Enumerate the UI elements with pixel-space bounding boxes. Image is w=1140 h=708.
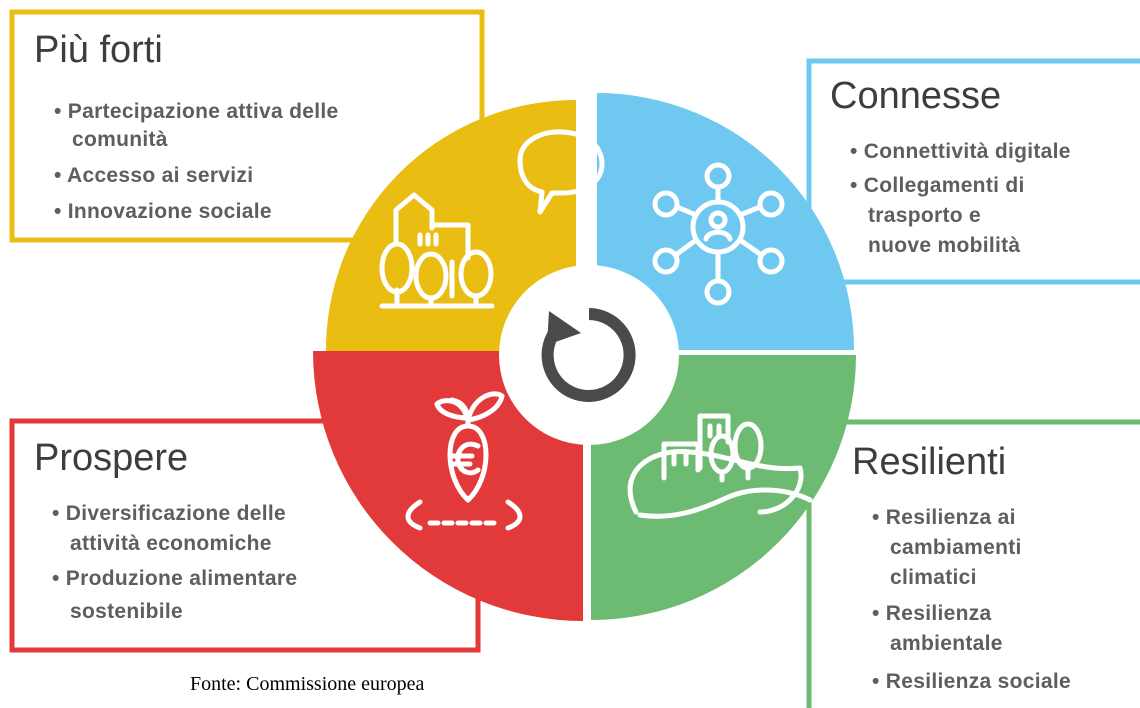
network-hub-icon — [652, 162, 785, 306]
forti-line-2: comunità — [72, 128, 168, 151]
resilienti-line-6: • Resilienza sociale — [872, 670, 1071, 693]
forti-line-1: • Partecipazione attiva delle — [54, 100, 339, 123]
prospere-line-1: • Diversificazione delle — [52, 502, 286, 525]
segment-prospere — [313, 351, 583, 621]
prospere-title: Prospere — [34, 437, 188, 479]
prospere-line-4: sostenibile — [70, 600, 183, 623]
resilienti-line-2: cambiamenti — [890, 536, 1022, 559]
prospere-line-3: • Produzione alimentare — [52, 567, 297, 590]
forti-title: Più forti — [34, 29, 163, 71]
connesse-line-3: trasporto e — [868, 204, 981, 227]
connesse-box — [806, 58, 1140, 285]
resilienti-line-3: climatici — [890, 566, 977, 589]
resilienti-title: Resilienti — [852, 441, 1006, 483]
connesse-title: Connesse — [830, 75, 1001, 117]
forti-line-3: • Accesso ai servizi — [54, 164, 253, 187]
euro-seedling-icon — [405, 391, 523, 531]
source-caption: Fonte: Commissione europea — [190, 673, 425, 695]
prospere-line-2: attività economiche — [70, 532, 272, 555]
forti-line-4: • Innovazione sociale — [54, 200, 272, 223]
resilienti-line-4: • Resilienza — [872, 602, 992, 625]
segment-resilienti — [591, 355, 856, 620]
town-with-speech-bubble-icon — [379, 129, 605, 309]
resilienti-line-5: ambientale — [890, 632, 1003, 655]
resilienti-line-1: • Resilienza ai — [872, 506, 1016, 529]
center-disc — [499, 265, 679, 445]
connesse-line-2: • Collegamenti di — [850, 174, 1025, 197]
town-on-hill-icon — [627, 413, 813, 519]
connesse-line-4: nuove mobilità — [868, 234, 1020, 257]
connesse-line-1: • Connettività digitale — [850, 140, 1071, 163]
refresh-cycle-icon — [541, 308, 636, 402]
